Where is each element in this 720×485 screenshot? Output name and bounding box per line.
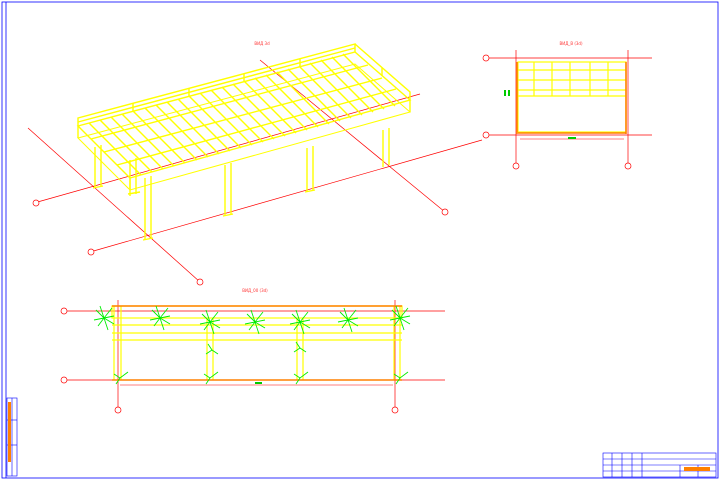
plan-members: [112, 305, 402, 384]
plan-gridlines: [66, 300, 445, 408]
iso-structure: [76, 43, 412, 241]
plan-grid-bubbles: [60, 307, 399, 414]
side-view-title: ВИД_В (3d): [559, 41, 583, 46]
side-grid-bubbles: [482, 54, 632, 170]
side-members: [516, 62, 627, 134]
callout-cluster: [289, 309, 311, 335]
callout-cluster: [337, 307, 359, 333]
iso-gridlines: [27, 59, 483, 283]
callout-cluster: [149, 305, 171, 331]
side-structure: [517, 61, 627, 133]
iso-view-title: ВИД 3d: [254, 41, 270, 46]
callout-small: [293, 371, 309, 385]
callout-cluster: [93, 305, 115, 331]
side-view: ВИД_В (3d): [482, 41, 652, 170]
plan-view-title: ВИД_00 (3d): [242, 288, 268, 293]
callout-small: [293, 341, 307, 353]
callout-small: [203, 371, 219, 385]
callout-small: [113, 371, 129, 385]
iso-grid-bubbles: [32, 199, 449, 286]
callout-cluster: [199, 309, 221, 335]
side-gridlines: [488, 50, 652, 164]
callout-small: [205, 343, 219, 355]
callout-small: [393, 371, 409, 385]
title-block: [602, 452, 717, 478]
callout-cluster: [389, 305, 411, 331]
plan-structure: [111, 305, 403, 380]
plan-annotations: [93, 305, 411, 385]
plan-view: ВИД_00 (3d): [60, 288, 445, 414]
side-annotations: [504, 90, 576, 139]
callout-cluster: [244, 309, 266, 335]
left-stamp: [6, 397, 18, 477]
iso-view: ВИД 3d: [27, 41, 483, 286]
